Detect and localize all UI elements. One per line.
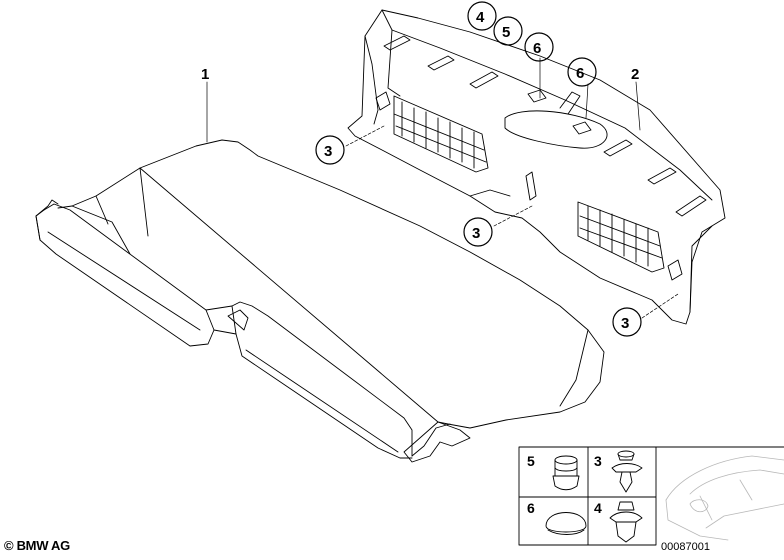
callout-3b-label: 3 <box>472 225 480 242</box>
inset-label-3: 3 <box>594 453 602 469</box>
cap-part-6-drawing <box>545 512 587 535</box>
callout-circle-4 <box>467 1 497 31</box>
callout-6b-label: 6 <box>576 65 584 82</box>
callout-circle-6b <box>567 57 597 87</box>
callout-3a-label: 3 <box>324 143 332 160</box>
callout-5-label: 5 <box>502 24 510 41</box>
leader-lines <box>206 57 679 319</box>
callout-circle-3a <box>315 135 345 165</box>
clip-part-3-drawing <box>611 450 643 493</box>
callout-3c-label: 3 <box>621 315 629 332</box>
inset-label-5: 5 <box>527 453 535 469</box>
callout-1: 1 <box>201 66 209 83</box>
callout-circles <box>315 1 642 337</box>
diagram-number: 00087001 <box>661 541 710 553</box>
callout-circle-3c <box>612 307 642 337</box>
car-location-sketch <box>665 455 784 541</box>
inset-label-4: 4 <box>594 500 602 516</box>
copyright-text: © BMW AG <box>4 538 70 553</box>
plug-part-5-drawing <box>552 455 580 491</box>
callout-labels: 1 2 4 5 6 6 3 3 3 5 3 6 4 <box>201 9 639 516</box>
callout-2: 2 <box>631 66 639 83</box>
callout-circle-5 <box>493 16 523 46</box>
clip-part-4-drawing <box>609 501 643 543</box>
callout-6a-label: 6 <box>533 40 541 57</box>
inset-label-6: 6 <box>527 500 535 516</box>
callout-circle-3b <box>463 217 493 247</box>
fastener-inset <box>518 446 784 546</box>
luggage-cover-drawing <box>35 139 605 463</box>
rear-panel-trim-drawing <box>347 9 726 325</box>
callout-circle-6a <box>524 32 554 62</box>
callout-4-label: 4 <box>476 9 485 26</box>
